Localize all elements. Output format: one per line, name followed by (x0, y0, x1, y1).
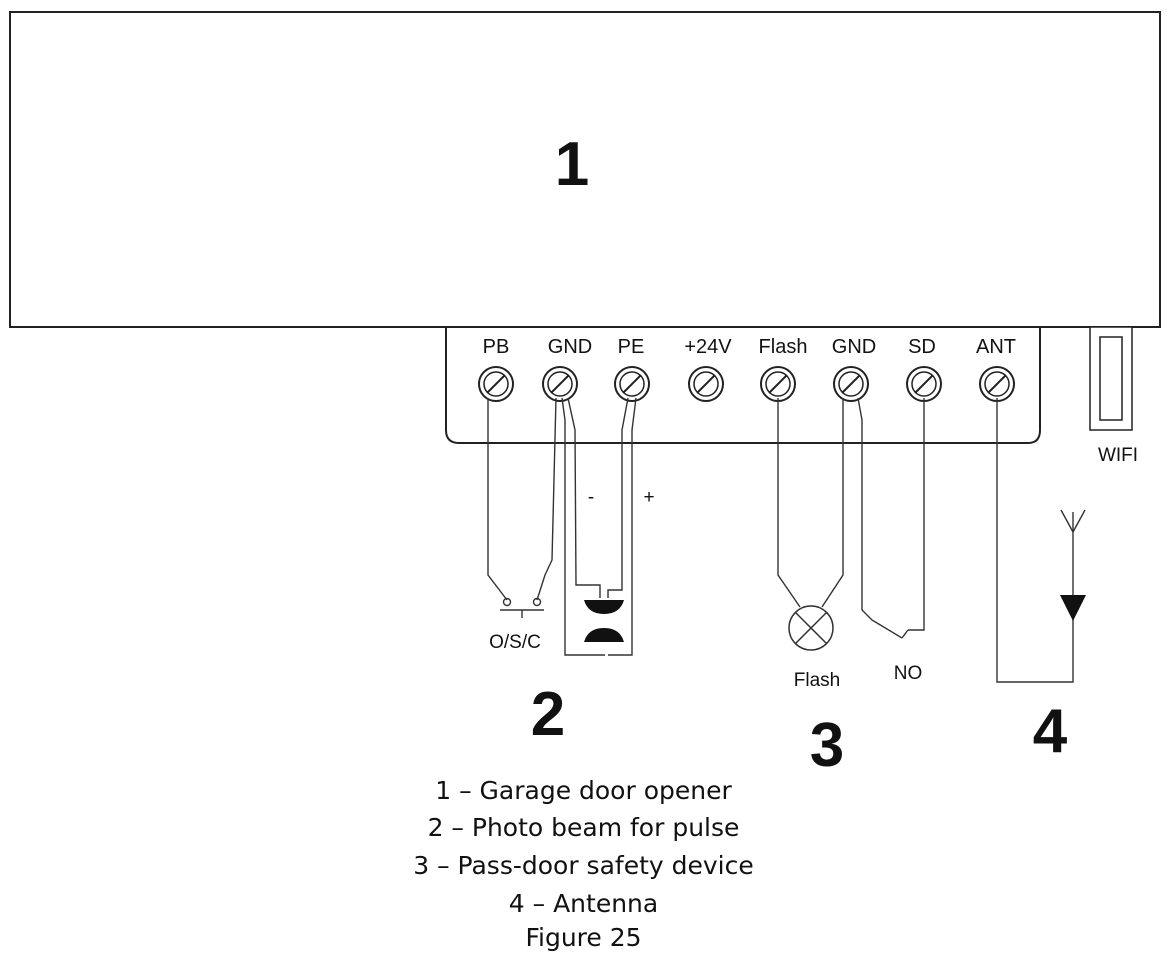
terminal-label-24v: +24V (684, 336, 732, 358)
pushbutton-switch-icon (500, 597, 544, 618)
terminal-label-gnd-1: GND (548, 336, 592, 358)
terminal-label-gnd-2: GND (832, 336, 876, 358)
wifi-module-icon (1089, 326, 1133, 431)
flash-lamp-label: Flash (794, 670, 840, 691)
terminal-screw-sd-icon (906, 366, 942, 402)
no-contact-switch-icon (871, 619, 909, 639)
pass-door-wiring (857, 397, 925, 631)
terminal-screw-gnd-1-icon (542, 366, 578, 402)
flash-lamp-icon (788, 605, 834, 651)
plus-label: + (643, 487, 654, 508)
terminal-label-ant: ANT (976, 336, 1016, 358)
terminal-label-pb: PB (483, 336, 510, 358)
minus-label: - (588, 487, 594, 508)
photo-beam-icon (584, 600, 624, 642)
no-contact-label: NO (894, 663, 923, 684)
legend-item-4: 4 – Antenna (508, 889, 659, 918)
opener-housing (9, 11, 1161, 328)
terminal-screw-gnd-2-icon (833, 366, 869, 402)
figure-caption: Figure 25 (525, 923, 642, 952)
unit-marker-3: 3 (810, 711, 844, 770)
pushbutton-wiring (487, 397, 557, 601)
terminal-label-pe: PE (618, 336, 645, 358)
antenna-icon (1060, 509, 1086, 621)
wiring-diagram: 1 PB GND PE +24V Flash GND SD ANT (9, 11, 1161, 770)
terminal-screw-ant-icon (979, 366, 1015, 402)
terminal-screw-24v-icon (688, 366, 724, 402)
wifi-label: WIFI (1098, 445, 1138, 466)
terminal-label-flash: Flash (759, 336, 808, 358)
unit-marker-4: 4 (1033, 697, 1068, 766)
terminal-block (445, 327, 1041, 444)
legend-item-3: 3 – Pass-door safety device (413, 851, 754, 880)
terminal-screw-pb-icon (478, 366, 514, 402)
legend-item-2: 2 – Photo beam for pulse (427, 813, 740, 842)
terminal-screw-pe-icon (614, 366, 650, 402)
terminal-screw-flash-icon (760, 366, 796, 402)
terminal-label-sd: SD (908, 336, 936, 358)
osc-label: O/S/C (489, 632, 541, 653)
photobeam-wiring (561, 397, 637, 656)
unit-marker-1: 1 (555, 130, 589, 199)
flash-lamp-wiring (777, 398, 844, 608)
legend-item-1: 1 – Garage door opener (435, 776, 732, 805)
unit-marker-2: 2 (531, 680, 565, 749)
